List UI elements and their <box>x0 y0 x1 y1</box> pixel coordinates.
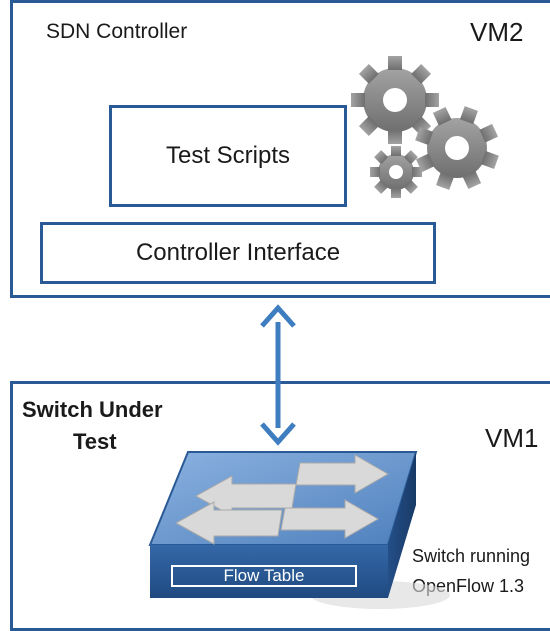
flow-table-label: Flow Table <box>223 566 305 585</box>
vm2-label: VM2 <box>470 17 524 47</box>
gears-icon <box>351 56 499 198</box>
switch-vm-title-line2: Test <box>73 429 117 454</box>
controller-vm-title: SDN Controller <box>46 20 188 43</box>
controller-interface-box: Controller Interface <box>40 222 436 284</box>
controller-interface-label: Controller Interface <box>135 239 341 266</box>
switch-vm-title-line1: Switch Under <box>22 397 163 422</box>
vm1-label: VM1 <box>485 423 539 453</box>
test-scripts-label: Test Scripts <box>165 142 291 169</box>
network-switch-icon <box>148 451 450 609</box>
test-scripts-box: Test Scripts <box>109 105 347 207</box>
bidirectional-arrow-icon <box>260 304 296 446</box>
switch-caption-line1: Switch running <box>412 546 531 566</box>
